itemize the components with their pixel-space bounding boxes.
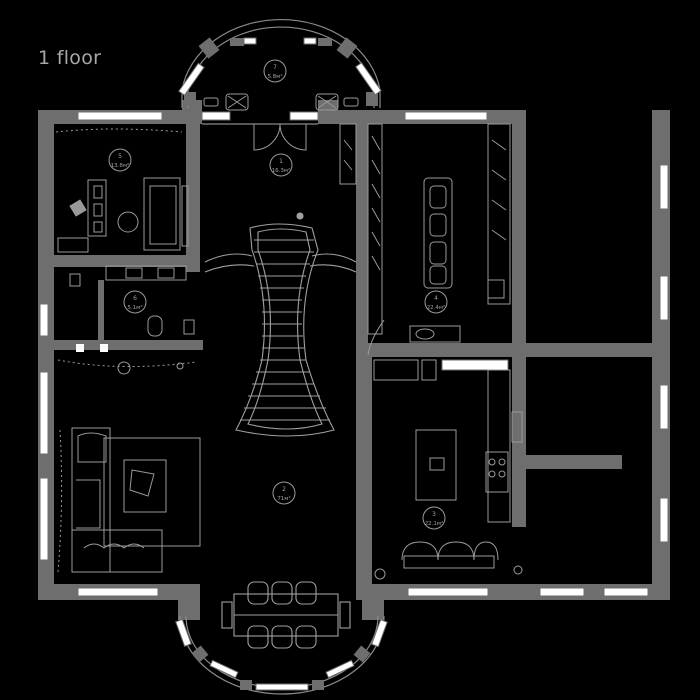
room-2-label: 2 71м²: [272, 481, 296, 505]
window-r2-left-2: [39, 477, 49, 561]
window-right-1: [659, 164, 669, 210]
room-4-label: 4 22.4м²: [424, 290, 448, 314]
window-r2-left-1: [39, 371, 49, 455]
dining-table: [221, 581, 351, 649]
bottom-bay: [179, 615, 385, 695]
svg-text:5: 5: [118, 153, 122, 160]
svg-text:13.8м²: 13.8м²: [111, 162, 130, 169]
svg-text:5.8м²: 5.8м²: [267, 73, 282, 80]
study-furniture: [55, 128, 189, 253]
svg-text:22.4м²: 22.4м²: [427, 304, 446, 311]
top-bay: [181, 19, 381, 125]
window-r4-top: [404, 111, 488, 121]
bath-fixtures: [57, 265, 197, 375]
room-6-label: 6 5.1м²: [123, 290, 147, 314]
wall-r4-left: [356, 124, 368, 356]
kitchen-lower: [373, 359, 523, 580]
window-r5-top: [77, 111, 163, 121]
room-3-label: 3 22.1м²: [422, 506, 446, 530]
window-r2-bottom: [77, 587, 159, 597]
room-1-label: 1 16.3м²: [269, 153, 293, 177]
room-labels: 7 5.8м² 5 13.8м² 1 16.3м² 6 5.1м² 4: [108, 59, 448, 530]
staircase: [204, 212, 357, 437]
living-furniture: [57, 427, 201, 573]
room-7-label: 7 5.8м²: [263, 59, 287, 83]
wall-right-upper: [512, 110, 526, 355]
svg-text:7: 7: [273, 64, 277, 71]
svg-text:16.3м²: 16.3м²: [272, 167, 291, 174]
windows: [39, 111, 669, 597]
walls: [38, 100, 670, 620]
window-right-bottom-2: [603, 587, 649, 597]
wall-right-partition: [526, 455, 622, 469]
svg-text:22.1м²: 22.1м²: [425, 520, 444, 527]
entrance-door: [253, 123, 307, 151]
room-5-label: 5 13.8м²: [108, 148, 132, 172]
svg-text:2: 2: [282, 486, 286, 493]
window-r3-bottom: [407, 587, 489, 597]
svg-text:71м²: 71м²: [277, 495, 290, 502]
wall-r5-right: [186, 124, 200, 272]
bay-chairs: [203, 93, 359, 111]
svg-text:6: 6: [133, 295, 137, 302]
svg-text:3: 3: [432, 511, 436, 518]
svg-text:5.1м²: 5.1м²: [127, 304, 142, 311]
svg-text:4: 4: [434, 295, 438, 302]
window-r6-left: [39, 303, 49, 337]
svg-text:1: 1: [279, 158, 283, 165]
window-right-3: [659, 384, 669, 430]
wall-r4-r3: [356, 343, 666, 357]
page-title: 1 floor: [38, 47, 102, 69]
wall-r6-r2: [38, 340, 203, 350]
wall-r3-left: [356, 343, 372, 600]
window-right-bottom-1: [539, 587, 585, 597]
window-right-2: [659, 275, 669, 321]
wall-r5-r6: [38, 255, 188, 267]
kitchen-upper: [339, 123, 511, 356]
window-right-4: [659, 497, 669, 543]
